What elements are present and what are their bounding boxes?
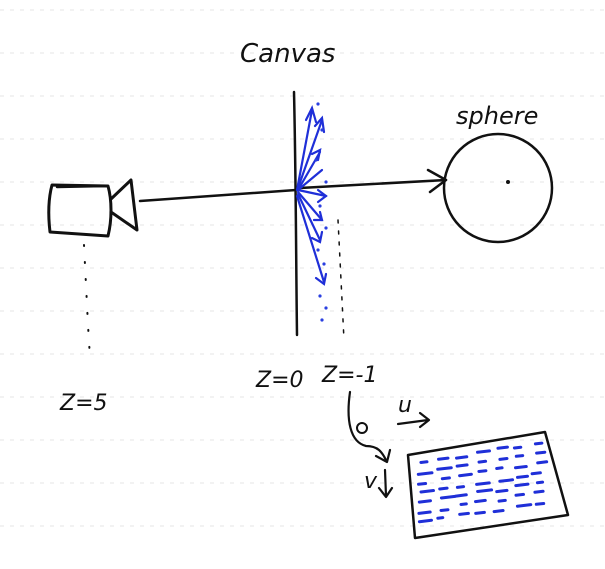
camera-dotted-line [83,244,91,359]
image-stroke [530,471,542,476]
image-stroke [512,445,523,450]
image-rectangle [406,430,570,540]
image-stroke [533,441,544,446]
image-stroke [417,499,432,504]
near-plane-dashed-line [337,219,345,341]
image-stroke [438,486,449,491]
image-stroke [419,489,435,494]
image-stroke [534,502,546,506]
image-stroke [497,498,507,503]
image-strokes [416,441,549,524]
u-label: u [398,393,412,418]
plane-dot [322,262,326,266]
image-stroke [455,463,469,468]
image-stroke [495,466,504,470]
image-stroke [436,466,453,471]
plane-dot [324,180,328,184]
u-arrow [396,418,430,426]
image-stroke [440,476,451,481]
plane-dot [316,248,320,252]
v-arrowhead [377,486,394,499]
plane-dot [324,306,328,310]
image-stroke [535,450,547,455]
image-stroke [495,488,509,494]
sphere-center-dot [506,180,510,184]
sphere-ray-arrowhead [426,168,448,194]
sphere-label: sphere [456,102,538,130]
plane-dot [318,204,322,208]
z-camera-label: Z=5 [59,391,108,416]
image-stroke [476,449,491,454]
image-stroke [514,492,525,497]
v-label: v [364,469,378,494]
image-stroke [417,482,428,486]
image-stroke [458,472,473,478]
image-stroke [515,503,533,508]
image-stroke [496,445,509,450]
image-stroke [475,481,491,486]
sphere-circle [442,132,554,244]
plane-dots [314,102,328,322]
v-arrow [383,468,388,498]
image-stroke [476,488,494,493]
image-stroke [477,469,488,473]
u-arrowhead [418,411,431,429]
image-stroke [498,457,509,461]
image-stroke [455,455,469,460]
image-stroke [439,508,450,512]
canvas-plane-line [292,90,299,337]
camera-icon [47,178,139,238]
image-stroke [417,518,433,524]
image-pointer-arrow [347,390,388,462]
plane-dot [318,294,322,298]
image-stroke [459,502,468,506]
plane-dot [324,226,328,230]
image-stroke [419,460,429,464]
image-stroke [535,480,545,485]
image-stroke [437,456,450,461]
plane-dot [314,158,318,162]
image-stroke [439,494,457,500]
image-pointer-dot [356,422,368,434]
image-stroke [533,489,545,494]
image-stroke [474,510,486,515]
plane-dot [320,128,324,132]
sphere-ray [298,178,448,190]
image-stroke [536,460,549,465]
image-stroke [455,485,466,489]
image-stroke [417,510,432,515]
image-stroke [477,459,488,464]
image-stroke [436,516,445,520]
z-canvas-label: Z=0 [255,368,304,393]
camera-ray [138,188,298,203]
image-stroke [514,482,530,488]
plane-dot [320,318,324,322]
image-stroke [514,454,525,458]
image-stroke [516,474,529,479]
image-stroke [492,509,505,514]
image-stroke [454,493,468,498]
image-stroke [474,498,487,504]
image-pointer-arrowhead [374,448,392,464]
image-stroke [498,478,515,483]
image-stroke [514,465,528,470]
canvas-label: Canvas [240,39,335,69]
image-stroke [458,511,470,516]
image-stroke [416,471,434,476]
z-plus-label: Z=-1 [321,363,377,388]
blue-rays [295,104,328,286]
plane-dot [316,102,320,106]
